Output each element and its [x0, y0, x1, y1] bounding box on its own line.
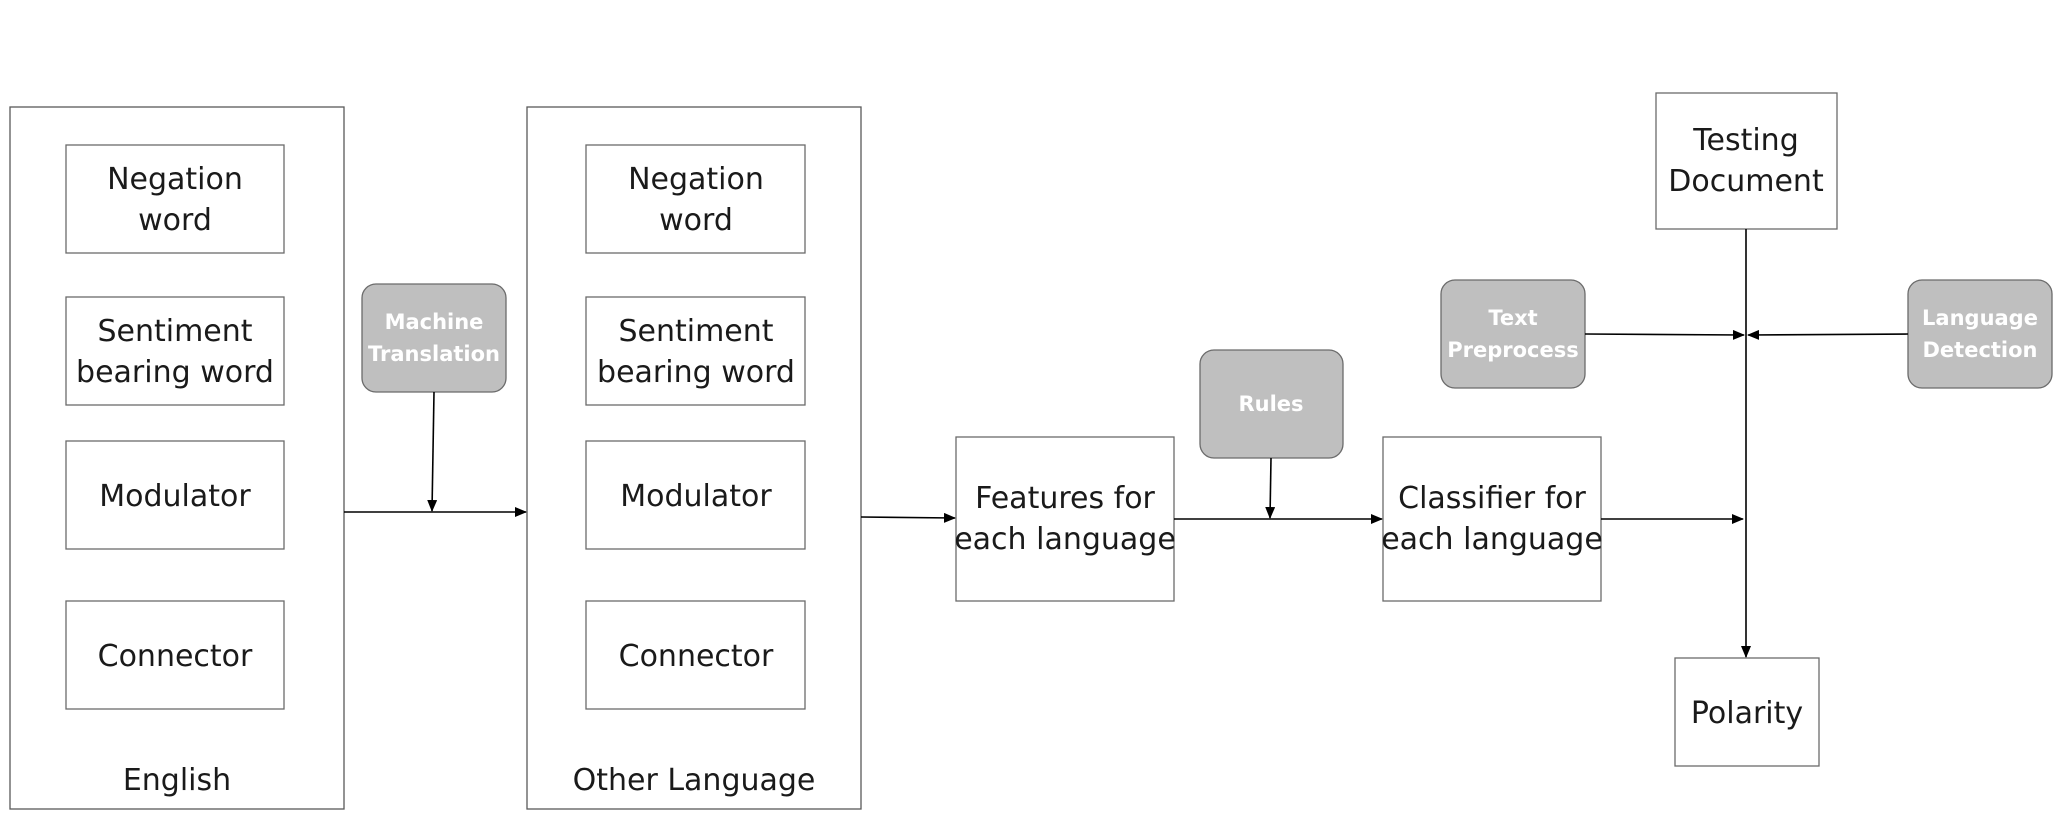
- arrow-other-to-features: [860, 512, 956, 523]
- other-connector-label: Connector: [619, 639, 774, 674]
- arrow-rules-down: [1265, 457, 1276, 519]
- language-detection-line2: Detection: [1922, 338, 2037, 362]
- testing-document-line1: Testing: [1692, 123, 1798, 158]
- language-detection-line1: Language: [1922, 306, 2038, 330]
- svg-text:word: word: [659, 203, 733, 238]
- features-line2: each language: [954, 522, 1176, 557]
- english-sentiment-line1: Sentiment: [97, 314, 252, 349]
- other-language-group: Negation word Sentiment bearing word Mod…: [526, 106, 862, 810]
- svg-text:Machine: Machine: [385, 310, 484, 334]
- svg-text:each language: each language: [954, 522, 1176, 557]
- svg-text:Detection: Detection: [1922, 338, 2037, 362]
- machine-translation-line2: Translation: [368, 342, 500, 366]
- svg-text:Negation: Negation: [628, 162, 764, 197]
- arrow-translation-down: [427, 391, 438, 512]
- svg-text:word: word: [138, 203, 212, 238]
- svg-text:Language: Language: [1922, 306, 2038, 330]
- polarity-label: Polarity: [1691, 696, 1803, 731]
- svg-text:Translation: Translation: [368, 342, 500, 366]
- svg-text:Document: Document: [1668, 164, 1824, 199]
- english-negation-line1: Negation: [107, 162, 243, 197]
- svg-text:Classifier for: Classifier for: [1398, 481, 1586, 516]
- svg-text:Sentiment: Sentiment: [618, 314, 773, 349]
- svg-text:Modulator: Modulator: [620, 479, 772, 514]
- svg-text:bearing word: bearing word: [76, 355, 274, 390]
- other-negation-word-box: Negation word: [585, 144, 806, 254]
- english-sentiment-line2: bearing word: [76, 355, 274, 390]
- english-connector-label: Connector: [98, 639, 253, 674]
- other-sentiment-line1: Sentiment: [618, 314, 773, 349]
- svg-text:Features for: Features for: [975, 481, 1155, 516]
- rules-label: Rules: [1238, 392, 1303, 416]
- svg-text:Connector: Connector: [98, 639, 253, 674]
- other-language-group-caption: Other Language: [573, 763, 816, 798]
- testing-document-box: Testing Document: [1655, 92, 1838, 230]
- english-connector-box: Connector: [65, 600, 285, 710]
- classifier-box: Classifier for each language: [1381, 436, 1603, 602]
- text-preprocess-line2: Preprocess: [1447, 338, 1579, 362]
- other-modulator-label: Modulator: [620, 479, 772, 514]
- english-modulator-box: Modulator: [65, 440, 285, 550]
- other-modulator-box: Modulator: [585, 440, 806, 550]
- other-negation-line1: Negation: [628, 162, 764, 197]
- svg-text:each language: each language: [1381, 522, 1603, 557]
- svg-text:Rules: Rules: [1238, 392, 1303, 416]
- english-modulator-label: Modulator: [99, 479, 251, 514]
- english-sentiment-word-box: Sentiment bearing word: [65, 296, 285, 406]
- svg-text:Modulator: Modulator: [99, 479, 251, 514]
- testing-document-line2: Document: [1668, 164, 1824, 199]
- english-negation-line2: word: [138, 203, 212, 238]
- svg-text:Other Language: Other Language: [573, 763, 816, 798]
- text-preprocess-box: Text Preprocess: [1440, 279, 1586, 389]
- text-preprocess-line1: Text: [1488, 306, 1537, 330]
- language-detection-box: Language Detection: [1907, 279, 2053, 389]
- arrow-preprocess-to-junction: [1584, 329, 1745, 340]
- svg-text:Polarity: Polarity: [1691, 696, 1803, 731]
- features-line1: Features for: [975, 481, 1155, 516]
- svg-text:Preprocess: Preprocess: [1447, 338, 1579, 362]
- other-negation-line2: word: [659, 203, 733, 238]
- other-sentiment-line2: bearing word: [597, 355, 795, 390]
- polarity-box: Polarity: [1674, 657, 1820, 767]
- svg-text:Testing: Testing: [1692, 123, 1798, 158]
- other-sentiment-word-box: Sentiment bearing word: [585, 296, 806, 406]
- english-group: Negation word Sentiment bearing word Mod…: [9, 106, 345, 810]
- svg-text:Sentiment: Sentiment: [97, 314, 252, 349]
- svg-text:Negation: Negation: [107, 162, 243, 197]
- arrow-detection-to-junction: [1747, 329, 1909, 340]
- english-group-caption: English: [123, 763, 231, 798]
- machine-translation-line1: Machine: [385, 310, 484, 334]
- classifier-line1: Classifier for: [1398, 481, 1586, 516]
- svg-text:Text: Text: [1488, 306, 1537, 330]
- rules-box: Rules: [1199, 349, 1344, 459]
- machine-translation-box: Machine Translation: [361, 283, 507, 393]
- svg-text:English: English: [123, 763, 231, 798]
- classifier-line2: each language: [1381, 522, 1603, 557]
- svg-text:bearing word: bearing word: [597, 355, 795, 390]
- features-box: Features for each language: [954, 436, 1176, 602]
- english-negation-word-box: Negation word: [65, 144, 285, 254]
- other-connector-box: Connector: [585, 600, 806, 710]
- svg-text:Connector: Connector: [619, 639, 774, 674]
